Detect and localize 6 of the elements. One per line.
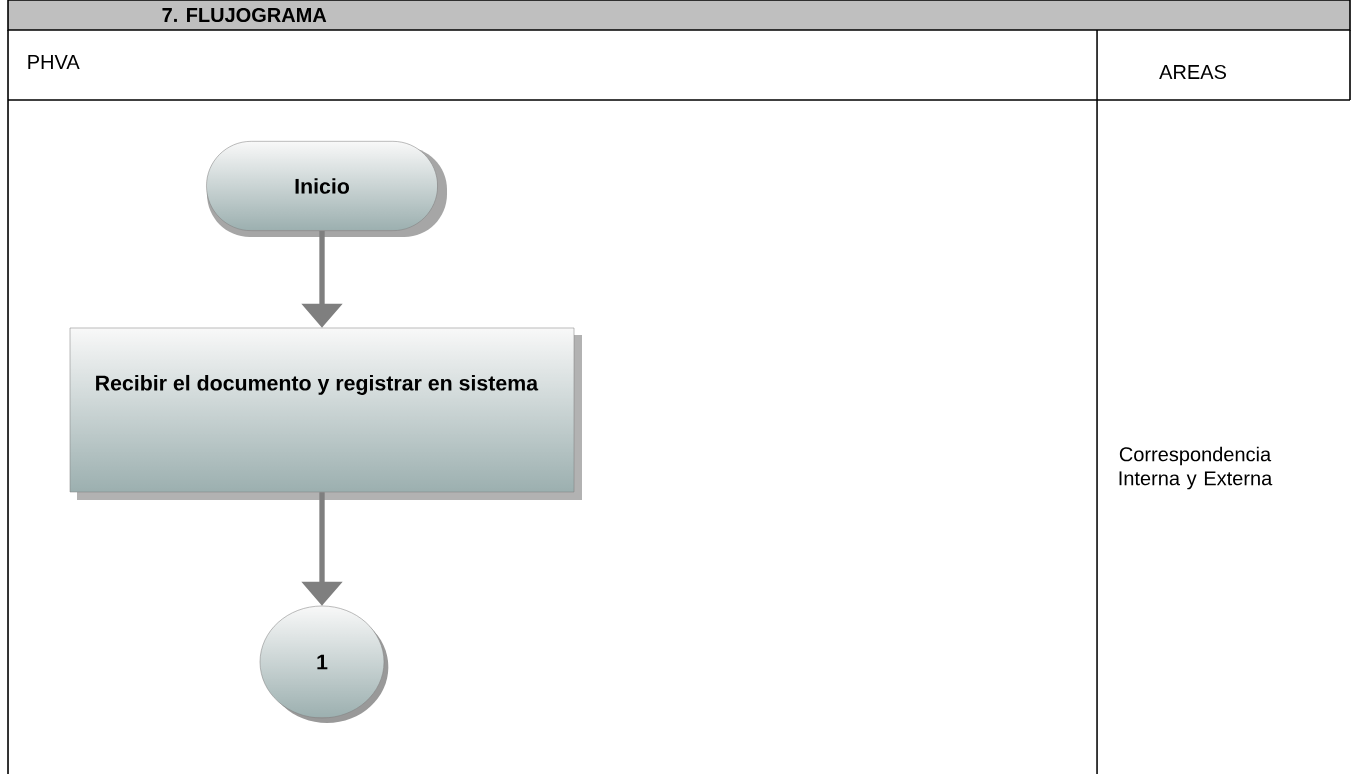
table-label: PHVA (28, 55, 80, 69)
title: 7. FLUJOGRAMA (162, 7, 327, 23)
table-label: AREAS (1159, 64, 1226, 80)
process-box: Recibir el documento y registrar en sistema (69, 327, 582, 500)
table-label: Correspondencia Interna y Externa (1119, 446, 1273, 490)
start-terminal: Inicio (206, 141, 447, 237)
